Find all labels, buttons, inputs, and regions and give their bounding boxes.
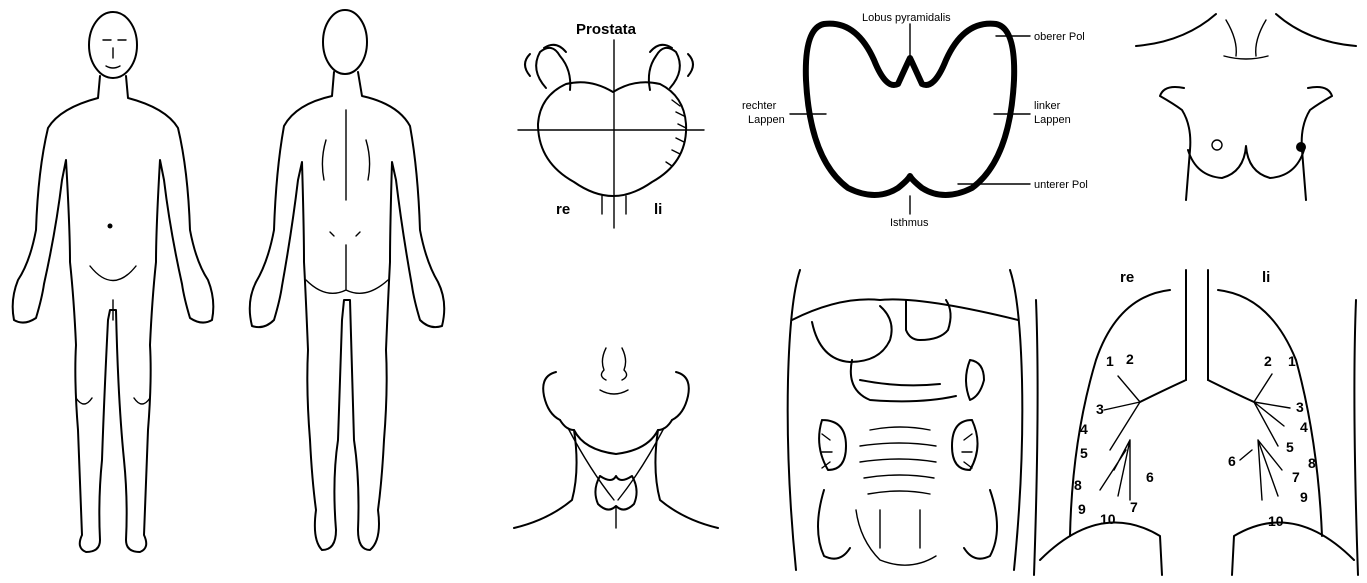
lungs-right-segment: 2 bbox=[1126, 351, 1134, 367]
lungs-right-segment: 10 bbox=[1100, 511, 1116, 527]
thyroid-label-right-lobe-1: rechter bbox=[742, 100, 777, 112]
back-silhouette bbox=[250, 72, 445, 550]
abdomen-diagram bbox=[788, 270, 1023, 570]
lungs-right-segment: 5 bbox=[1080, 445, 1088, 461]
lungs-left-segment: 8 bbox=[1308, 455, 1316, 471]
prostate-seminal-vesicle-right bbox=[525, 45, 570, 90]
thyroid-label-lower-pole: unterer Pol bbox=[1034, 179, 1088, 191]
lungs-left-segment: 1 bbox=[1288, 353, 1296, 369]
chest-shoulders bbox=[1136, 14, 1356, 46]
thyroid-label-left-lobe-2: Lappen bbox=[1034, 114, 1071, 126]
chest-neck-clavicles bbox=[1224, 20, 1268, 59]
prostate-gland bbox=[538, 82, 686, 196]
abdomen-bladder-ureters bbox=[856, 510, 936, 565]
lungs-left-segment: 7 bbox=[1292, 469, 1300, 485]
back-spine-shoulderblades bbox=[322, 110, 369, 200]
lungs-label-right: re bbox=[1120, 269, 1134, 286]
prostate-diagram: Prostata re li bbox=[518, 21, 704, 228]
body-front-figure bbox=[13, 12, 214, 552]
lungs-left-segmental-bronchi bbox=[1240, 374, 1290, 500]
thyroid-label-right-lobe-2: Lappen bbox=[748, 114, 785, 126]
prostate-label-left: li bbox=[654, 201, 662, 218]
lungs-diagram: re li 1 2 3 4 5 6 7 8 9 10 1 2 3 4 5 6 7… bbox=[1034, 269, 1358, 575]
chest-right-arm bbox=[1160, 87, 1190, 200]
body-back-figure bbox=[250, 10, 445, 550]
lungs-main-bronchi bbox=[1140, 380, 1254, 402]
front-face bbox=[103, 40, 126, 68]
thyroid-label-left-lobe-1: linker bbox=[1034, 100, 1061, 112]
lungs-left-segment: 9 bbox=[1300, 489, 1308, 505]
lungs-right-segment: 9 bbox=[1078, 501, 1086, 517]
lungs-right-segment: 4 bbox=[1080, 421, 1088, 437]
lungs-thorax-outline bbox=[1034, 300, 1358, 575]
lungs-right-segment: 6 bbox=[1146, 469, 1154, 485]
thyroid-label-isthmus: Isthmus bbox=[890, 217, 929, 229]
lungs-left-segment: 6 bbox=[1228, 453, 1236, 469]
thyroid-diagram: Lobus pyramidalis oberer Pol rechter Lap… bbox=[742, 12, 1088, 229]
abdomen-small-intestine bbox=[860, 427, 936, 494]
front-navel bbox=[108, 224, 113, 229]
lungs-diaphragm bbox=[1040, 523, 1354, 576]
back-dimples bbox=[330, 232, 360, 236]
front-groin bbox=[90, 266, 136, 320]
lungs-trachea bbox=[1186, 270, 1208, 380]
lungs-right-segment: 3 bbox=[1096, 401, 1104, 417]
lungs-right-segmental-bronchi bbox=[1100, 376, 1140, 500]
lungs-right-segment: 8 bbox=[1074, 477, 1082, 493]
face-nose-mouth bbox=[600, 348, 628, 394]
abdomen-pancreas-duodenum bbox=[851, 360, 956, 401]
chest-left-nipple bbox=[1296, 142, 1306, 152]
chest-breast-diagram bbox=[1136, 14, 1356, 200]
lungs-left-segment: 2 bbox=[1264, 353, 1272, 369]
lungs-left-segment: 4 bbox=[1300, 419, 1308, 435]
lungs-left-segment: 10 bbox=[1268, 513, 1284, 529]
prostate-label-right: re bbox=[556, 201, 570, 218]
lungs-left-segment: 3 bbox=[1296, 399, 1304, 415]
abdomen-liver bbox=[812, 306, 892, 362]
lungs-outlines bbox=[1070, 290, 1322, 536]
lungs-left-segment: 5 bbox=[1286, 439, 1294, 455]
lungs-right-segment: 7 bbox=[1130, 499, 1138, 515]
chest-right-nipple bbox=[1212, 140, 1222, 150]
abdomen-stomach bbox=[906, 300, 951, 340]
abdomen-spleen bbox=[966, 360, 984, 400]
chest-breasts bbox=[1188, 146, 1304, 178]
front-knees bbox=[76, 398, 150, 404]
lungs-right-segment: 1 bbox=[1106, 353, 1114, 369]
neck-muscles bbox=[568, 428, 664, 500]
back-head bbox=[323, 10, 367, 74]
head-ears bbox=[543, 372, 689, 420]
lungs-label-left: li bbox=[1262, 269, 1270, 286]
abdomen-colon-sides bbox=[818, 490, 997, 559]
back-buttocks bbox=[306, 245, 388, 293]
thyroid-label-upper-pole: oberer Pol bbox=[1034, 31, 1085, 43]
chest-left-arm bbox=[1302, 87, 1332, 200]
head-neck-diagram bbox=[514, 348, 718, 528]
thyroid-label-pyramidal: Lobus pyramidalis bbox=[862, 12, 951, 24]
neck-thyroid bbox=[595, 476, 636, 510]
prostate-title: Prostata bbox=[576, 21, 637, 38]
